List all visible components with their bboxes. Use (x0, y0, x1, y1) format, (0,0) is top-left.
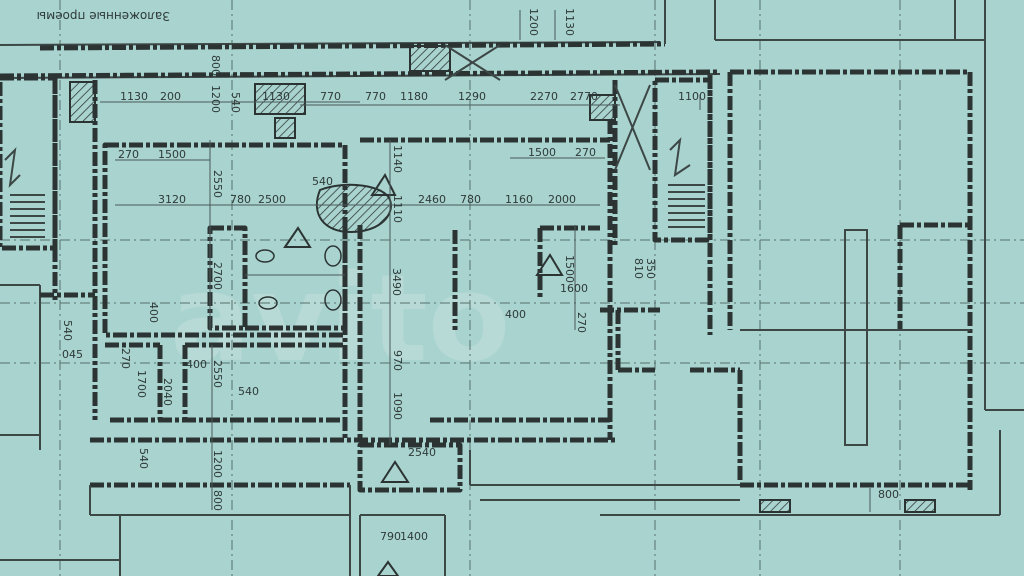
dim-label: 970 (391, 350, 404, 371)
dim-label: 1500 (563, 255, 576, 283)
dim-label: 1600 (560, 282, 588, 295)
dim-label: 270 (119, 348, 132, 369)
dim-label: 400 (186, 358, 207, 371)
dim-label: 1500 (158, 148, 186, 161)
dim-label: 800 (209, 55, 222, 76)
dim-label: 1100 (678, 90, 706, 103)
dim-label: 800 (211, 490, 224, 511)
dim-label: 540 (238, 385, 259, 398)
dim-label: 1130 (120, 90, 148, 103)
dim-label: 2040 (161, 378, 174, 406)
dim-label: 1130 (563, 8, 576, 36)
stair-left (4, 147, 45, 238)
toilet-fixtures (245, 245, 345, 311)
dim-label: 790 (380, 530, 401, 543)
dim-label: 1090 (391, 392, 404, 420)
dim-label: 1130 (262, 90, 290, 103)
column-blob (315, 183, 392, 234)
dim-label: 1400 (400, 530, 428, 543)
dim-label: 770 (320, 90, 341, 103)
dim-label: 1700 (135, 370, 148, 398)
dim-label: 270 (575, 146, 596, 159)
dim-label: 540 (137, 448, 150, 469)
dim-label: 1290 (458, 90, 486, 103)
note-blocked-openings: Заложенные проемы (37, 9, 170, 23)
dim-label: 350 (644, 258, 657, 279)
dim-label: 2000 (548, 193, 576, 206)
dim-label: 3490 (390, 268, 403, 296)
dim-label: 1200 (211, 450, 224, 478)
dim-label: 1180 (400, 90, 428, 103)
dim-label: 400 (147, 302, 160, 323)
dim-label: 400 (505, 308, 526, 321)
dim-label: 2500 (258, 193, 286, 206)
dim-label: 1500 (528, 146, 556, 159)
dim-label: 540 (312, 175, 333, 188)
dim-label: 800 (878, 488, 899, 501)
dim-label: 780 (460, 193, 481, 206)
dim-label: 540 (61, 320, 74, 341)
dim-label: 270 (118, 148, 139, 161)
dim-label: 2550 (211, 170, 224, 198)
dim-label: 3120 (158, 193, 186, 206)
dim-label: 2460 (418, 193, 446, 206)
dim-label: 810 (632, 258, 645, 279)
dim-label: 1160 (505, 193, 533, 206)
crossed-openings (444, 44, 651, 171)
dim-label: 045 (62, 348, 83, 361)
dim-label: 540 (229, 92, 242, 113)
dim-label: 780 (230, 193, 251, 206)
dim-label: 2700 (211, 262, 224, 290)
dim-label: 1200 (527, 8, 540, 36)
dimension-lines (100, 10, 871, 512)
dim-label: 2550 (211, 360, 224, 388)
stair-right (668, 137, 705, 228)
dim-label: 2770 (570, 90, 598, 103)
dim-label: 270 (575, 312, 588, 333)
dim-label: 770 (365, 90, 386, 103)
dim-label: 1110 (391, 195, 404, 223)
dimension-labels: 1200 1130 800 1200 540 1130 200 1130 770… (61, 8, 899, 543)
dim-label: 2270 (530, 90, 558, 103)
dim-label: 1200 (209, 85, 222, 113)
dim-label: 2540 (408, 446, 436, 459)
dim-label: 200 (160, 90, 181, 103)
dim-label: 1140 (391, 145, 404, 173)
blocked-openings (69, 45, 936, 513)
